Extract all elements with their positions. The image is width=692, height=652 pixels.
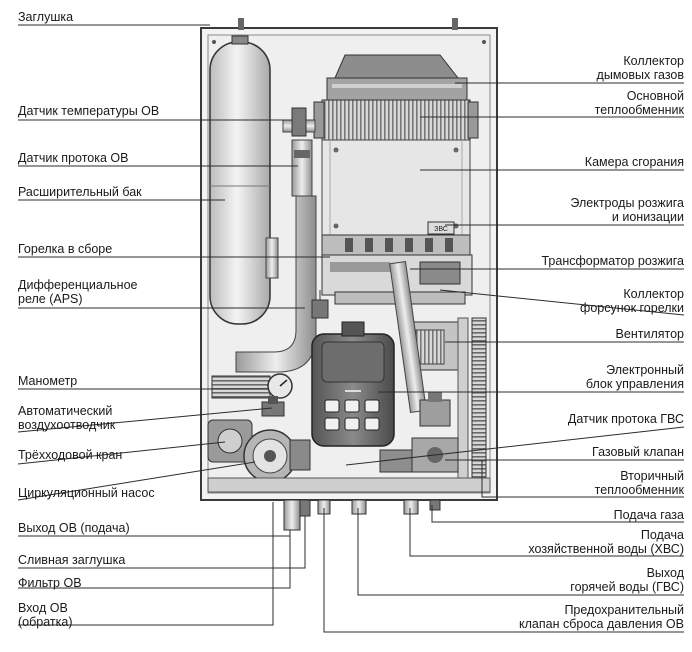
ignition-electrodes: ЗВС [427, 221, 455, 235]
label-datchik-temp-ov: Датчик температуры ОВ [18, 104, 160, 118]
air-vent [261, 396, 285, 417]
leader-lines [17, 24, 685, 633]
differential-relay [311, 290, 329, 319]
label-vhod-ov: Вход ОВ(обратка) [18, 601, 73, 629]
svg-text:ЗВС: ЗВС [434, 226, 448, 233]
label-datchik-protoka-ov: Датчик протока ОВ [18, 151, 129, 165]
flue-collector [326, 54, 468, 101]
label-manometr: Манометр [18, 374, 78, 388]
label-vyhod-ov: Выход ОВ (подача) [18, 521, 130, 535]
bottom-connections [207, 477, 491, 531]
label-nasos: Циркуляционный насос [18, 486, 155, 500]
circulation-pump [243, 429, 311, 483]
secondary-heat-exchanger [457, 317, 487, 479]
dhw-flow-sensor [419, 392, 451, 427]
pressure-gauge [211, 373, 293, 399]
label-rasshiritelny-bak: Расширительный бак [18, 185, 142, 199]
supply-pipes [235, 107, 317, 373]
label-trehhodovoy-kran: Трёхходовой кран [18, 448, 123, 462]
label-podacha-gaza: Подача газа [613, 508, 684, 522]
label-zaglushka: Заглушка [18, 10, 74, 24]
burner-assembly [321, 234, 471, 256]
expansion-tank [209, 35, 271, 325]
three-way-valve [207, 419, 253, 463]
label-gazovy-klapan: Газовый клапан [592, 445, 684, 459]
label-datchik-gvs: Датчик протока ГВС [567, 412, 684, 426]
combustion-chamber [321, 139, 471, 236]
control-unit [311, 321, 395, 447]
label-transformator: Трансформатор розжига [541, 254, 685, 268]
label-ventilyator: Вентилятор [615, 327, 684, 341]
label-filtr-ov: Фильтр ОВ [18, 576, 82, 590]
burner-nozzle-collector [321, 254, 473, 305]
main-heat-exchanger [313, 99, 479, 141]
label-gorelka: Горелка в сборе [18, 242, 113, 256]
label-slivnaya-zaglushka: Сливная заглушка [18, 553, 126, 567]
label-kamera: Камера сгорания [584, 155, 684, 169]
ignition-transformer [389, 261, 427, 413]
